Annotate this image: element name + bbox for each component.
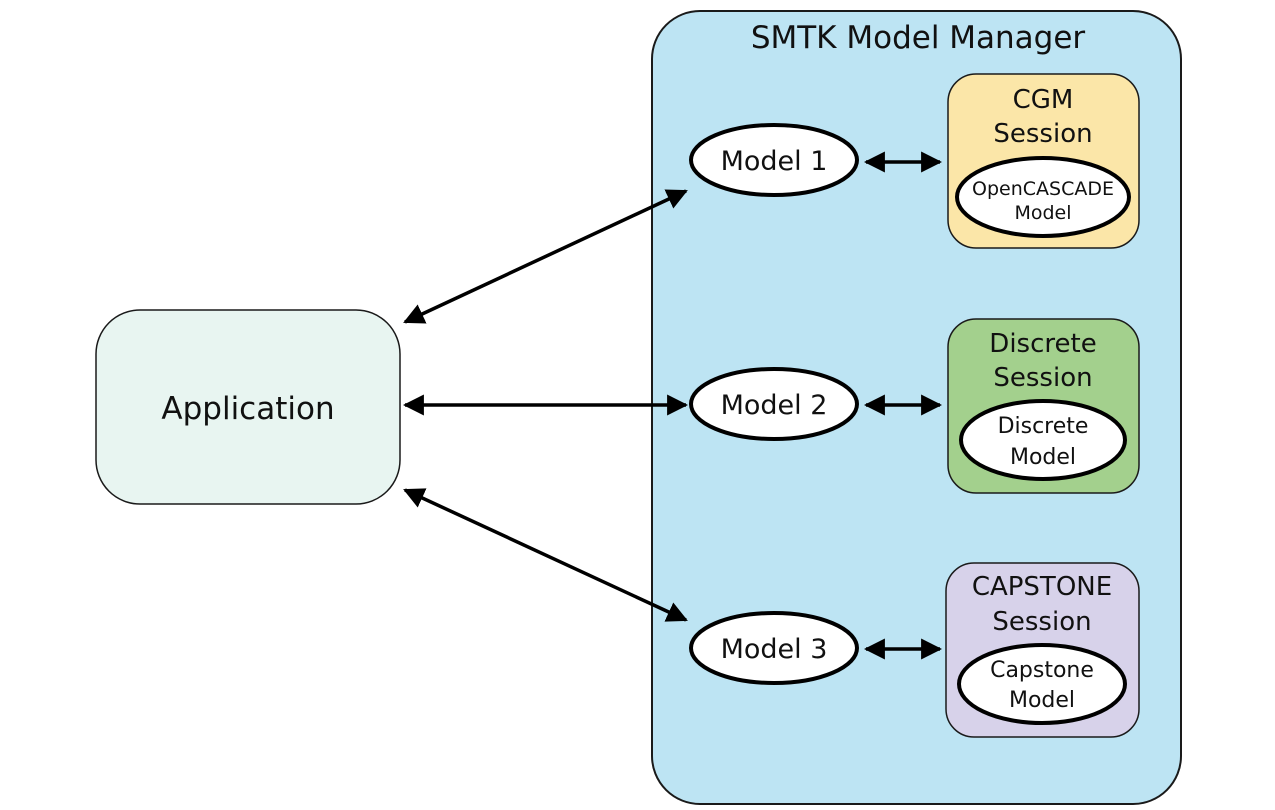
session-inner-model-line1: Discrete: [998, 414, 1089, 439]
application-box: [95, 309, 401, 505]
session-title-line2: Session: [993, 363, 1092, 393]
session-inner-model-line1: Capstone: [990, 658, 1094, 683]
session-inner-model-line2: Model: [1014, 202, 1071, 224]
application-model-arrow: [403, 488, 688, 622]
session-node: CAPSTONE Session Capstone Model: [945, 562, 1140, 738]
model-ellipse: [689, 123, 859, 197]
session-inner-model-ellipse: [957, 643, 1127, 725]
session-title-line1: CGM: [1013, 85, 1074, 115]
model-label: Model 2: [721, 390, 828, 421]
session-inner-model-ellipse: [959, 399, 1127, 481]
model-ellipse: [689, 611, 859, 685]
session-inner-model-ellipse: [955, 156, 1131, 238]
session-title-line2: Session: [992, 607, 1091, 637]
model-manager-title: SMTK Model Manager: [751, 20, 1086, 56]
model-node: Model 3: [689, 611, 859, 685]
model-ellipse: [689, 367, 859, 441]
session-inner-model-line1: OpenCASCADE: [972, 178, 1114, 200]
session-inner-model-line2: Model: [1009, 688, 1075, 713]
model-label: Model 3: [721, 634, 828, 665]
application-model-arrow: [403, 189, 688, 324]
application-label: Application: [161, 391, 334, 427]
session-node: CGM Session OpenCASCADE Model: [947, 73, 1140, 249]
session-node: Discrete Session Discrete Model: [947, 318, 1140, 494]
session-title-line1: CAPSTONE: [972, 572, 1112, 602]
model-node: Model 2: [689, 367, 859, 441]
session-inner-model-line2: Model: [1010, 445, 1076, 470]
model-node: Model 1: [689, 123, 859, 197]
session-title-line2: Session: [993, 119, 1092, 149]
model-label: Model 1: [721, 146, 828, 177]
application-node: Application: [95, 309, 401, 505]
session-title-line1: Discrete: [989, 329, 1096, 359]
